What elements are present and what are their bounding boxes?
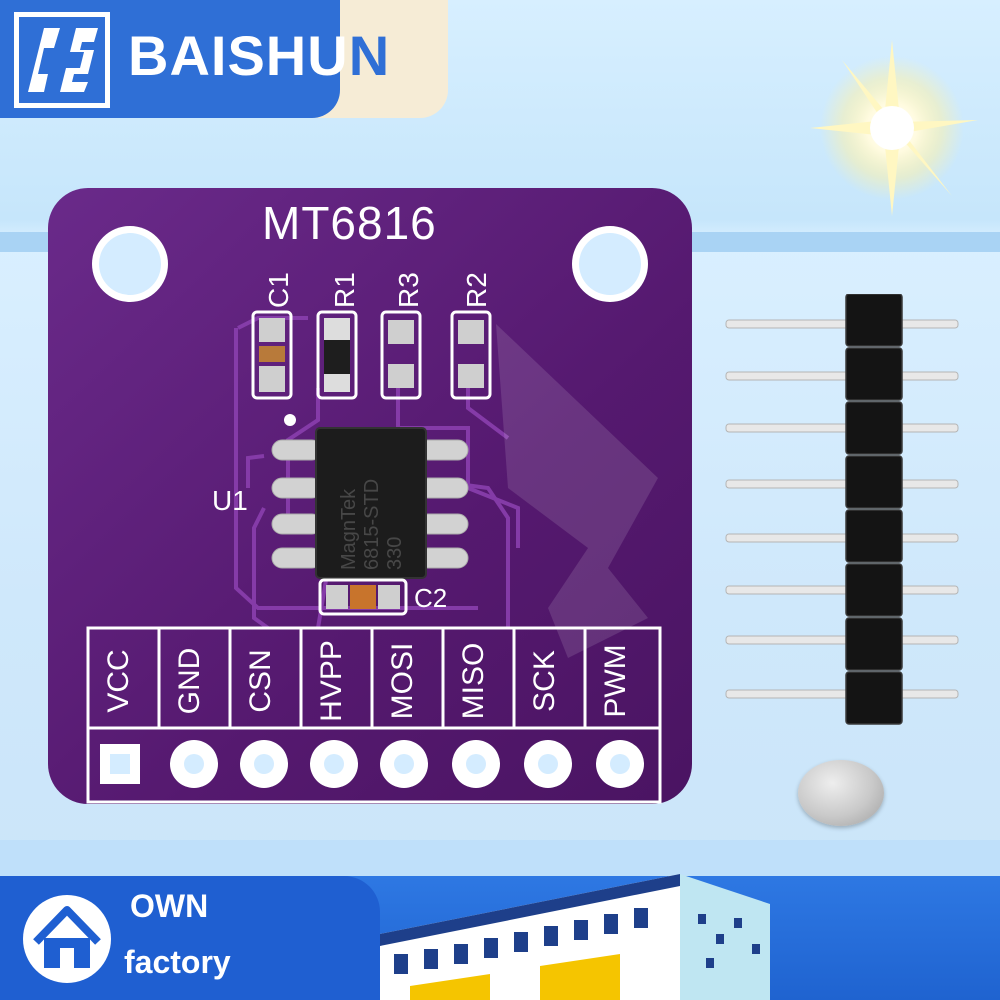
badge-line1: OWN bbox=[130, 888, 209, 924]
label-r1: R1 bbox=[329, 272, 360, 308]
brand-name-tail: N bbox=[348, 24, 391, 87]
label-r2: R2 bbox=[461, 272, 492, 308]
pin-label-miso: MISO bbox=[457, 642, 490, 720]
magnet-disc bbox=[798, 760, 884, 826]
pin-label-pwm: PWM bbox=[599, 644, 632, 718]
house-icon bbox=[23, 895, 111, 983]
pin-label-vcc: VCC bbox=[102, 649, 135, 713]
factory-illustration bbox=[380, 874, 770, 1000]
pcb-board bbox=[48, 188, 692, 804]
bs-monogram-logo bbox=[14, 12, 110, 108]
label-u1: U1 bbox=[212, 485, 248, 516]
pin-label-mosi: MOSI bbox=[386, 642, 419, 720]
label-r3: R3 bbox=[393, 272, 424, 308]
brand-name: BAISHUN bbox=[128, 28, 390, 84]
board-title: MT6816 bbox=[262, 197, 437, 249]
brand-name-main: BAISHU bbox=[128, 24, 349, 87]
sensor-chip bbox=[316, 428, 426, 578]
pin-header bbox=[725, 294, 959, 725]
sun-icon bbox=[810, 40, 978, 216]
label-c1: C1 bbox=[263, 272, 294, 308]
label-c2: C2 bbox=[414, 583, 448, 613]
chip-marking: MagnTek 6815-STD 330 bbox=[338, 478, 406, 570]
pin-label-csn: CSN bbox=[244, 649, 277, 713]
pin-label-sck: SCK bbox=[528, 650, 561, 712]
badge-line2: factory bbox=[124, 944, 231, 980]
pin-label-gnd: GND bbox=[173, 647, 206, 715]
pin-label-hvpp: HVPP bbox=[315, 640, 348, 722]
background-stripe bbox=[0, 840, 1000, 876]
